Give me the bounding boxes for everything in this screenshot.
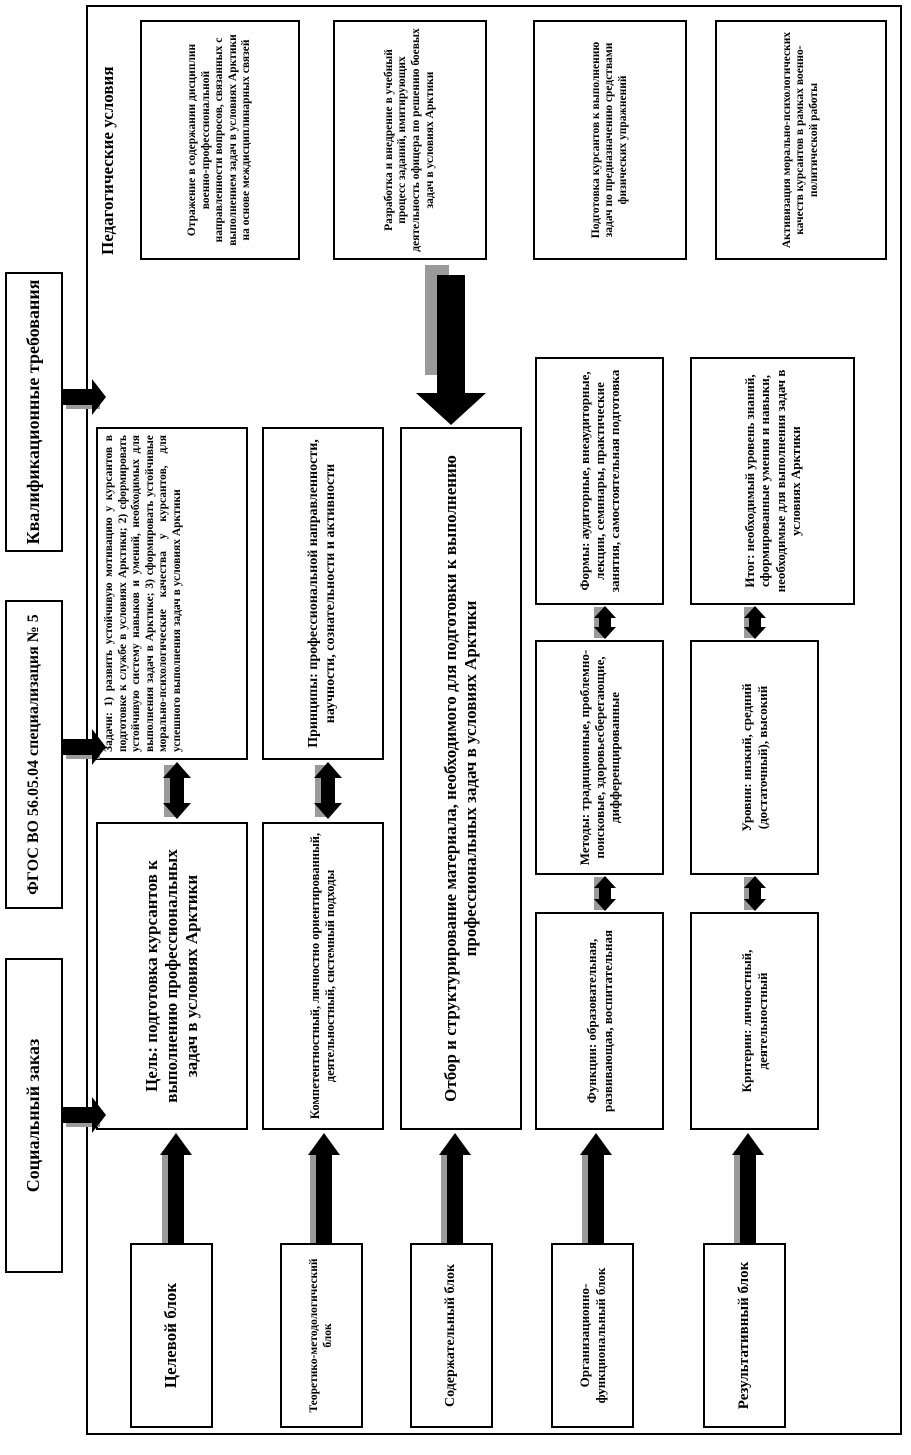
arrow-conditions-to-model [416, 265, 486, 425]
arrow-block-org [580, 1133, 612, 1243]
double-arrow-levels-outcome [744, 606, 766, 639]
double-arrow-goal-tasks [163, 762, 191, 819]
arrow-qualification [63, 379, 106, 415]
arrow-block-target [160, 1133, 192, 1243]
arrow-fgos [63, 729, 106, 765]
double-arrow-methods-forms [594, 606, 616, 639]
arrow-block-theory [308, 1133, 340, 1243]
arrow-block-content [439, 1133, 471, 1243]
double-arrow-criteria-levels [744, 876, 766, 911]
double-arrow-approaches-principles [314, 762, 342, 819]
double-arrow-functions-methods [594, 876, 616, 911]
arrow-social-order [63, 1097, 106, 1133]
arrow-block-result [732, 1133, 764, 1243]
